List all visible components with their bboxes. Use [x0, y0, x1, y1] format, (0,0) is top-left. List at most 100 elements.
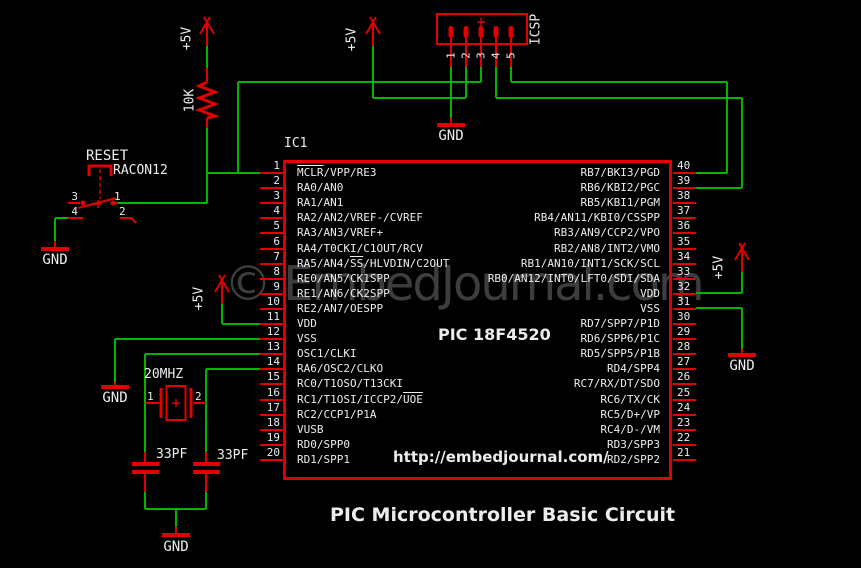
- ic-pin-number-5: 5: [273, 219, 280, 232]
- ic-pin-label-18: VUSB: [297, 423, 324, 436]
- reset-label: RESET: [86, 148, 129, 164]
- ic-pin-stub-18: [260, 429, 283, 431]
- ic-pin-stub-21: [673, 459, 696, 461]
- ic-pin-label-36: RB3/AN9/CCP2/VPO: [554, 226, 660, 239]
- ic-pin-number-4: 4: [273, 204, 280, 217]
- ic-pin-number-21: 21: [677, 446, 691, 459]
- ic-pin-number-23: 23: [677, 416, 691, 429]
- capacitor-right-value: 33PF: [217, 448, 249, 463]
- ic-pin-label-19: RD0/SPP0: [297, 438, 350, 451]
- ic-pin-stub-27: [673, 368, 696, 370]
- ic-pin-number-8: 8: [273, 265, 280, 278]
- ic-pin-stub-2: [260, 187, 283, 189]
- crystal-pin2-number: 2: [195, 390, 202, 403]
- plus5v-label-left: +5V: [191, 286, 207, 311]
- ic-pin-stub-20: [260, 459, 283, 461]
- gnd-symbol-crystal: [162, 527, 190, 537]
- ic-pin-stub-40: [673, 172, 696, 174]
- ic-pin-label-14: RA6/OSC2/CLKO: [297, 362, 384, 375]
- capacitor-right: [193, 452, 220, 492]
- ic-pin-number-39: 39: [677, 174, 691, 187]
- ic-pin-number-34: 34: [677, 250, 691, 263]
- plus5v-symbol-left: [214, 274, 230, 304]
- ic-pin-label-7: RA5/AN4/SS/HLVDIN/C2OUT: [297, 257, 450, 270]
- plus5v-label-right: +5V: [711, 255, 727, 280]
- ic-pin-number-24: 24: [677, 401, 691, 414]
- ic-pin-number-29: 29: [677, 325, 691, 338]
- watermark: © EmbedJournal.com: [224, 256, 705, 312]
- ic-pin-stub-34: [673, 263, 696, 265]
- gnd-symbol-reset: [41, 241, 69, 251]
- ic-pin-number-27: 27: [677, 355, 691, 368]
- ic-pin-stub-9: [260, 293, 283, 295]
- ic-pin-stub-30: [673, 323, 696, 325]
- ic-pin-stub-25: [673, 399, 696, 401]
- ic-pin-stub-22: [673, 444, 696, 446]
- ic-pin-label-8: RE0/AN5/CK1SPP: [297, 272, 390, 285]
- ic-pin-stub-6: [260, 248, 283, 250]
- ic-pin-stub-35: [673, 248, 696, 250]
- ic-pin-number-31: 31: [677, 295, 691, 308]
- ic-pin-label-33: RB0/AN12/INT0/LFT0/SDI/SDA: [487, 272, 660, 285]
- reset-pin4-number: 4: [71, 205, 78, 218]
- ic-pin-label-37: RB4/AN11/KBI0/CSSPP: [534, 211, 660, 224]
- ic-pin-stub-29: [673, 338, 696, 340]
- crystal-20mhz: [145, 385, 206, 421]
- ic-pin-number-9: 9: [273, 280, 280, 293]
- ic-pin-number-38: 38: [677, 189, 691, 202]
- ic-designator: IC1: [284, 136, 308, 151]
- reset-pin1-number: 1: [114, 190, 121, 203]
- ic-pin-label-21: RD2/SPP2: [607, 453, 660, 466]
- ic-pin-number-12: 12: [266, 325, 280, 338]
- plus5v-symbol-right: [734, 242, 750, 272]
- ic-pin-number-1: 1: [273, 159, 280, 172]
- ic-pin-label-10: RE2/AN7/OESPP: [297, 302, 384, 315]
- icsp-pin3-number: 3: [474, 52, 488, 59]
- ic-pin-number-32: 32: [677, 280, 691, 293]
- ic-pin-number-30: 30: [677, 310, 691, 323]
- ic-pin-label-24: RC5/D+/VP: [600, 408, 660, 421]
- gnd-symbol-vss-right: [728, 349, 756, 357]
- ic-pin-label-15: RC0/T1OSO/T13CKI: [297, 377, 403, 390]
- ic-pin-stub-26: [673, 383, 696, 385]
- ic-pin-number-16: 16: [266, 386, 280, 399]
- ic-pin-label-39: RB6/KBI2/PGC: [580, 181, 660, 194]
- ic-pin-label-29: RD6/SPP6/P1C: [580, 332, 660, 345]
- ic-pin-number-15: 15: [266, 370, 280, 383]
- ic-pin-label-31: VSS: [640, 302, 660, 315]
- plus5v-label-icsp: +5V: [344, 27, 360, 52]
- ic-pin-label-11: VDD: [297, 317, 317, 330]
- ic-pin-number-3: 3: [273, 189, 280, 202]
- ic-pin-number-19: 19: [266, 431, 280, 444]
- reset-pin2-number: 2: [119, 205, 126, 218]
- capacitor-left-value: 33PF: [156, 447, 188, 462]
- plus5v-symbol-topleft: [199, 16, 215, 46]
- ic-pin-label-17: RC2/CCP1/P1A: [297, 408, 377, 421]
- ic-pin-stub-39: [673, 187, 696, 189]
- ic-pin-label-3: RA1/AN1: [297, 196, 344, 209]
- ic-pin-label-32: VDD: [640, 287, 660, 300]
- crystal-value-label: 20MHZ: [144, 367, 184, 382]
- ic-pin-number-20: 20: [266, 446, 280, 459]
- ic-pin-stub-23: [673, 429, 696, 431]
- ic-pin-label-35: RB2/AN8/INT2/VMO: [554, 242, 660, 255]
- ic-url-text: http://embedjournal.com/: [393, 448, 609, 466]
- ic-pin-number-22: 22: [677, 431, 691, 444]
- ic-pin-stub-16: [260, 399, 283, 401]
- icsp-pin4-number: 4: [489, 52, 503, 59]
- ic-pin-label-2: RA0/AN0: [297, 181, 344, 194]
- icsp-pin2-number: 2: [459, 52, 473, 59]
- ic-body: [283, 160, 672, 480]
- ic-pin-label-28: RD5/SPP5/P1B: [580, 347, 660, 360]
- ic-pin-stub-5: [260, 232, 283, 234]
- ic-pin-number-28: 28: [677, 340, 691, 353]
- ic-pin-stub-10: [260, 308, 283, 310]
- ic-pin-stub-31: [673, 308, 696, 310]
- ic-pin-label-1: MCLR/VPP/RE3: [297, 166, 377, 179]
- gnd-label-icsp: GND: [438, 128, 464, 144]
- ic-pin-stub-15: [260, 383, 283, 385]
- ic-pin-number-10: 10: [266, 295, 280, 308]
- ic-pin-stub-33: [673, 278, 696, 280]
- ic-pin-stub-1: [260, 172, 283, 174]
